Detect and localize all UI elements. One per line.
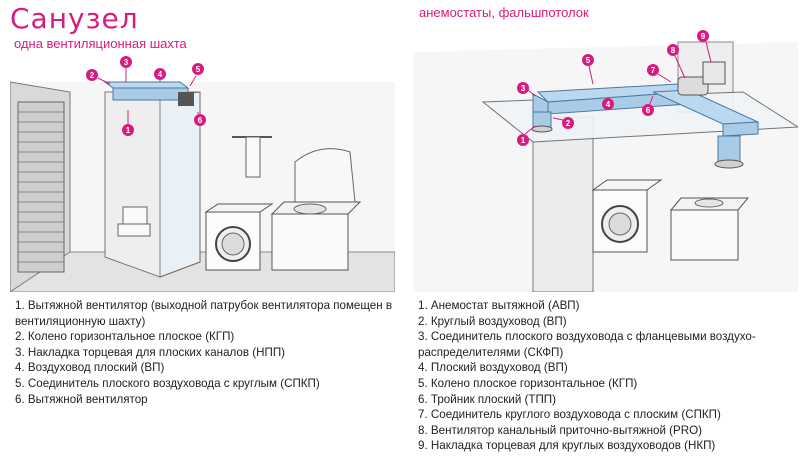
marker-label: 6 [198,116,203,125]
anemostat-right [714,135,744,169]
legend-item: 2. Колено горизонтальное плоское (КГП) [15,330,235,344]
sink-cabinet [669,197,750,261]
marker-label: 2 [566,119,571,128]
bathroom-drawing: 1 2 3 4 5 6 [8,56,396,293]
flat-duct-network [532,83,759,137]
window-blinds [17,101,65,273]
marker-1: 1 [122,110,134,136]
ceiling-illustration: 1 2 3 4 5 6 7 8 9 [413,22,800,293]
marker-label: 8 [671,46,676,55]
left-subtitle: одна вентиляционная шахта [14,36,187,51]
marker-label: 3 [521,84,526,93]
marker-label: 6 [646,106,651,115]
right-subtitle: анемостаты, фальшпотолок [419,5,589,20]
anemostat-left [531,111,553,133]
legend-item: 3. Соединитель плоского воздуховода с фл… [418,330,756,359]
legend-item: 5. Соединитель плоского воздуховода с кр… [15,376,320,390]
marker-label: 3 [124,58,129,67]
legend-item: 8. Вентилятор канальный приточно-вытяжно… [418,423,703,437]
marker-6: 6 [194,112,206,126]
marker-4: 4 [602,98,614,110]
marker-9: 9 [697,30,712,63]
marker-2: 2 [552,117,574,129]
round-duct [677,61,726,96]
towel-rack [232,136,272,178]
marker-3: 3 [517,82,536,97]
legend-item: 6. Вытяжной вентилятор [15,392,148,406]
left-legend: 1. Вытяжной вентилятор (выходной патрубо… [15,298,395,407]
marker-label: 5 [196,65,201,74]
flat-duct [103,81,190,101]
legend-item: 1. Анемостат вытяжной (АВП) [418,299,580,312]
right-legend: 1. Анемостат вытяжной (АВП) 2. Круглый в… [418,298,798,454]
marker-2: 2 [86,69,111,85]
washing-machine [204,203,274,271]
legend-item: 1. Вытяжной вентилятор (выходной патрубо… [15,299,396,328]
marker-5: 5 [189,63,204,87]
toilet [117,206,151,237]
marker-label: 1 [126,126,131,135]
washing-machine [591,179,663,253]
mirror [294,148,356,203]
marker-label: 2 [90,71,95,80]
exhaust-fan [178,92,194,106]
marker-label: 5 [586,56,591,65]
marker-5: 5 [582,54,594,85]
marker-6: 6 [642,95,654,116]
sink-cabinet [270,201,362,271]
legend-item: 5. Колено плоское горизонтальное (КГП) [418,376,638,390]
marker-3: 3 [120,56,132,82]
marker-label: 1 [521,136,526,145]
marker-4: 4 [154,68,166,82]
legend-item: 4. Воздуховод плоский (ВП) [15,361,165,375]
legend-item: 2. Круглый воздуховод (ВП) [418,314,567,328]
glass-partition [159,91,201,278]
marker-8: 8 [667,44,686,79]
legend-item: 3. Накладка торцевая для плоских каналов… [15,345,286,359]
marker-label: 7 [651,66,656,75]
marker-label: 4 [158,70,163,79]
marker-label: 4 [606,100,611,109]
legend-item: 4. Плоский воздуховод (ВП) [418,361,568,375]
page-title: Санузел [10,2,139,35]
bathroom-illustration: 1 2 3 4 5 6 [8,52,396,293]
marker-7: 7 [647,64,672,83]
partition-wall [532,116,594,293]
marker-label: 9 [701,32,706,41]
back-wall [413,42,798,292]
legend-item: 7. Соединитель круглого воздуховода с пл… [418,408,721,422]
ceiling-drawing: 1 2 3 4 5 6 7 8 9 [413,30,800,293]
marker-1: 1 [517,125,536,146]
legend-item: 9. Накладка торцевая для круглых воздухо… [418,439,716,453]
legend-item: 6. Тройник плоский (ТПП) [418,392,556,406]
